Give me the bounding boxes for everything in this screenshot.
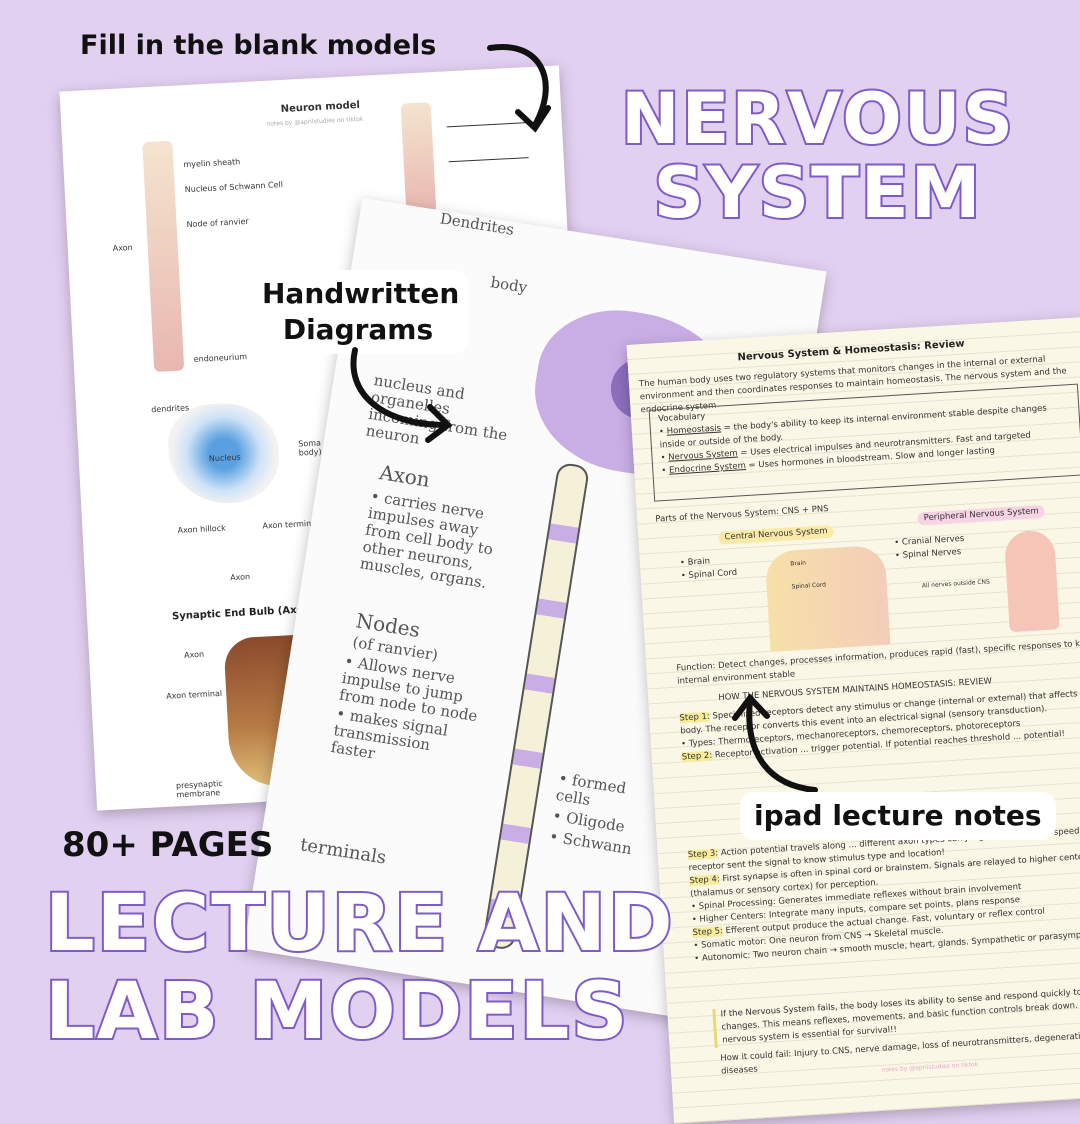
arrow-icon	[350, 347, 453, 443]
cns-label: Central Nervous System	[718, 524, 834, 545]
pns-items: • Cranial Nerves• Spinal Nerves	[893, 533, 965, 562]
pages-count: 80+ PAGES	[62, 825, 274, 865]
label: endoneurium	[193, 352, 248, 364]
blank-line	[448, 157, 529, 163]
cns-diagram	[764, 544, 891, 652]
parts-heading: Parts of the Nervous System: CNS + PNS	[655, 504, 829, 525]
handwritten-callout: Handwritten Diagrams	[248, 270, 468, 354]
hand-label: terminals	[298, 834, 388, 869]
ipad-callout: ipad lecture notes	[740, 792, 1056, 840]
diagram-label: All nerves outside CNS	[921, 578, 991, 590]
label: Axon hillock	[177, 523, 226, 535]
label: Axon	[112, 242, 133, 253]
pns-label: Peripheral Nervous System	[917, 504, 1046, 526]
hand-label: Axon	[377, 460, 432, 492]
blank-axon-model-image	[400, 102, 437, 214]
label: myelin sheath	[183, 157, 241, 170]
hand-label: body	[489, 273, 529, 297]
hand-glia-labels: • formed cells • Oligode • Schwann	[547, 769, 646, 863]
fill-blank-callout: Fill in the blank models	[80, 30, 437, 61]
label: Node of ranvier	[186, 216, 249, 230]
axon-model-image	[142, 140, 185, 372]
arrow-icon	[487, 43, 551, 133]
diagram-label: Brain	[790, 559, 807, 568]
label: Axon	[229, 572, 251, 583]
label: Nucleus of Schwann Cell	[184, 180, 284, 195]
arrow-icon	[732, 693, 818, 793]
hand-label: • carries nerve impulses away from cell …	[358, 487, 495, 592]
label: presynaptic membrane	[175, 778, 224, 800]
lab-page-title: Neuron model	[280, 99, 361, 116]
credit: notes by @aprilstudies on tiktok	[266, 115, 364, 128]
pns-diagram	[1003, 529, 1060, 633]
label: Nucleus	[208, 452, 241, 464]
label: Axon	[183, 649, 205, 660]
cns-items: • Brain• Spinal Cord	[679, 556, 738, 582]
label: Axon terminal	[166, 688, 223, 701]
ipad-notes-page: Nervous System & Homeostasis: Review The…	[626, 316, 1080, 1124]
